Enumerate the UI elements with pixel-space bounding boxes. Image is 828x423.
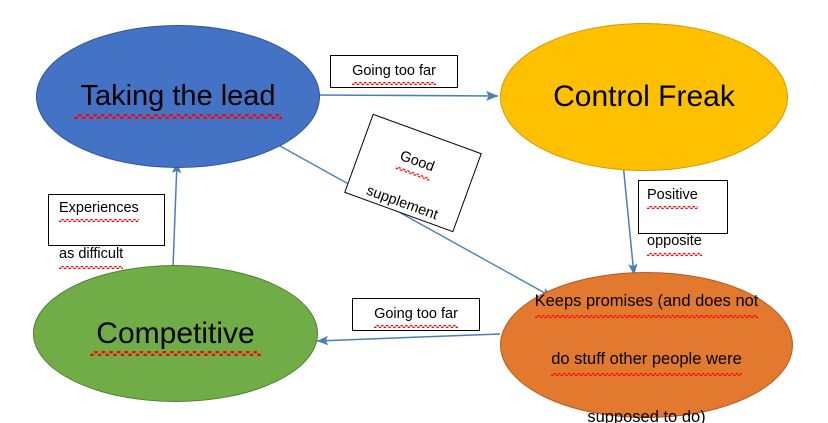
keeps-line-3: supposed to do): [587, 403, 705, 423]
node-control-freak[interactable]: Control Freak: [500, 23, 788, 171]
arrow-competitive-to-lead: [171, 161, 182, 268]
node-keeps-promises[interactable]: Keeps promises (and does not do stuff ot…: [500, 272, 793, 423]
supplement-line-1: Good: [396, 146, 437, 179]
edge-label-experiences-as-difficult[interactable]: Experiences as difficult: [48, 194, 165, 270]
positive-line-1: Positive: [647, 184, 698, 210]
supplement-line-2: supplement: [364, 182, 441, 224]
edge-label-text: Experiences as difficult: [59, 173, 139, 270]
node-taking-the-lead[interactable]: Taking the lead: [36, 25, 320, 168]
edge-label-positive-opposite[interactable]: Positive opposite: [638, 180, 728, 257]
node-label-taking-the-lead: Taking the lead: [74, 77, 282, 119]
keeps-line-1: Keeps promises (and does not: [534, 287, 758, 319]
node-label-control-freak: Control Freak: [553, 80, 735, 114]
edge-label-going-too-far-top[interactable]: Going too far: [330, 55, 458, 88]
node-label-competitive: Competitive: [90, 314, 262, 356]
node-label-keeps-promises: Keeps promises (and does not do stuff ot…: [529, 258, 765, 423]
keeps-line-2: do stuff other people were: [551, 345, 742, 377]
edge-label-going-too-far-bottom[interactable]: Going too far: [352, 298, 480, 331]
experiences-line-2: as difficult: [59, 243, 124, 270]
arrow-keeps-to-competitive: [316, 333, 501, 346]
experiences-line-1: Experiences: [59, 197, 139, 223]
edge-label-text: Good supplement: [363, 119, 463, 226]
arrow-lead-to-control: [315, 90, 499, 101]
edge-label-text: Going too far: [352, 60, 436, 86]
positive-line-2: opposite: [647, 230, 702, 257]
edge-label-text: Going too far: [374, 303, 458, 329]
edge-label-good-supplement[interactable]: Good supplement: [344, 113, 482, 233]
node-competitive[interactable]: Competitive: [33, 265, 318, 402]
edge-label-text: Positive opposite: [647, 160, 702, 257]
